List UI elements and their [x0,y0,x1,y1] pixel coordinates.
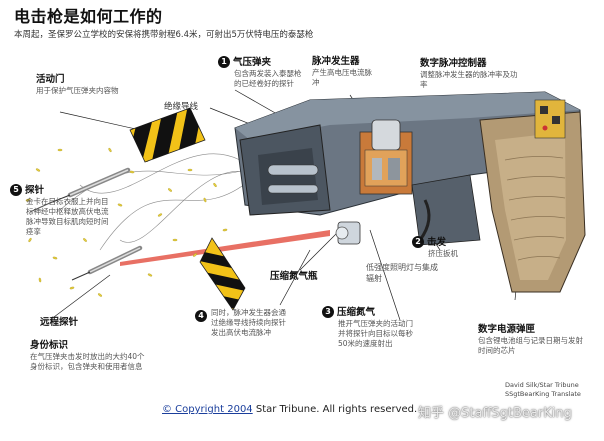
callout-pulse-generator-body: 产生高电压电流脉冲 [312,68,372,87]
credit: David Silk/Star Tribune SSgtBearKing Tra… [505,381,581,399]
callout-door-body: 用于保护气压弹夹内容物 [36,86,119,95]
callout-trigger-number: 2 [412,236,424,248]
callout-probe-number: 5 [10,184,22,196]
watermark: 知乎 @StaffSgtBearKing [418,406,572,421]
callout-pulse-generator: 脉冲发生器 产生高电压电流脉冲 [312,56,378,88]
callout-pulse-controller-head: 数字脉冲控制器 [420,58,487,69]
credit-author: David Silk/Star Tribune [505,381,579,389]
taser-gun [234,91,586,293]
callout-pulse-controller: 数字脉冲控制器 调整脉冲发生器的脉冲率及功率 [420,58,520,90]
footer: © Copyright 2004 Star Tribune. All right… [162,404,417,415]
callout-simultaneous-body: 同时，脉冲发生器会通过绝缘导线持续向探针发出高伏电流脉冲 [211,308,286,337]
probe-upper [49,167,131,204]
callout-power-magazine: 数字电源弹匣 包含锂电池组与记录日期与发射时间的芯片 [478,324,590,356]
callout-pulse-controller-body: 调整脉冲发生器的脉冲率及功率 [420,70,518,89]
callout-id-tags-body: 在气压弹夹击发时放出的大约40个身份标识，包含弹夹和使用者信息 [30,352,145,371]
callout-door: 活动门 用于保护气压弹夹内容物 [36,74,146,96]
callout-id-tags-head: 身份标识 [30,340,69,351]
callout-air-cartridge-head: 气压弹夹 [233,57,272,68]
callout-trigger-body: 挤压扳机 [428,249,458,258]
copyright-link[interactable]: © Copyright 2004 [162,404,253,415]
callout-simultaneous-number: 4 [195,310,207,322]
subtitle: 本周起，圣保罗公立学校的安保将携带射程6.4米，可射出5万伏特电压的泰瑟枪 [14,30,314,40]
label-insulated-wire: 绝缘导线 [164,102,199,112]
callout-compressed-bottle: 压缩氮气瓶 [270,271,318,283]
credit-translator: SSgtBearKing Translate [505,390,581,398]
callout-nitrogen-number: 3 [322,306,334,318]
page-title: 电击枪是如何工作的 [14,7,163,26]
callout-door-head: 活动门 [36,74,65,85]
callout-probe-body: 金卡在目标衣服上并向目标神经中枢释放高伏电流脉冲导致目标肌肉短时间痉挛 [26,197,109,236]
callout-nitrogen-body: 推开气压弹夹的活动门并将探针向目标以每秒50米的速度射出 [338,319,413,348]
callout-remote-probe: 远程探针 [40,317,78,329]
callout-simultaneous: 4 同时，脉冲发生器会通过绝缘导线持续向探针发出高伏电流脉冲 [195,308,291,338]
callout-remote-probe-head: 远程探针 [40,317,79,328]
callout-power-magazine-body: 包含锂电池组与记录日期与发射时间的芯片 [478,336,583,355]
callout-trigger-head: 击发 [427,237,447,248]
callout-laser-body: 低强度照明灯与集成辐射 [366,263,438,283]
probe-lower [71,245,143,281]
callout-laser: 低强度照明灯与集成辐射 [366,262,438,284]
callout-nitrogen-head: 压缩氮气 [337,307,376,318]
callout-pulse-generator-head: 脉冲发生器 [312,56,360,67]
callout-air-cartridge-number: 1 [218,56,230,68]
callout-probe-head: 探针 [25,185,45,196]
callout-id-tags: 身份标识 在气压弹夹击发时放出的大约40个身份标识，包含弹夹和使用者信息 [30,340,148,372]
probe-hit-marker [29,201,53,213]
laser-beam [120,230,330,266]
callout-compressed-bottle-head: 压缩氮气瓶 [270,271,318,282]
callout-power-magazine-head: 数字电源弹匣 [478,324,536,335]
callout-air-cartridge-body: 包含两发装入泰瑟枪的已经卷好的探针 [234,69,302,88]
copyright-rest: Star Tribune. All rights reserved. [252,404,418,415]
